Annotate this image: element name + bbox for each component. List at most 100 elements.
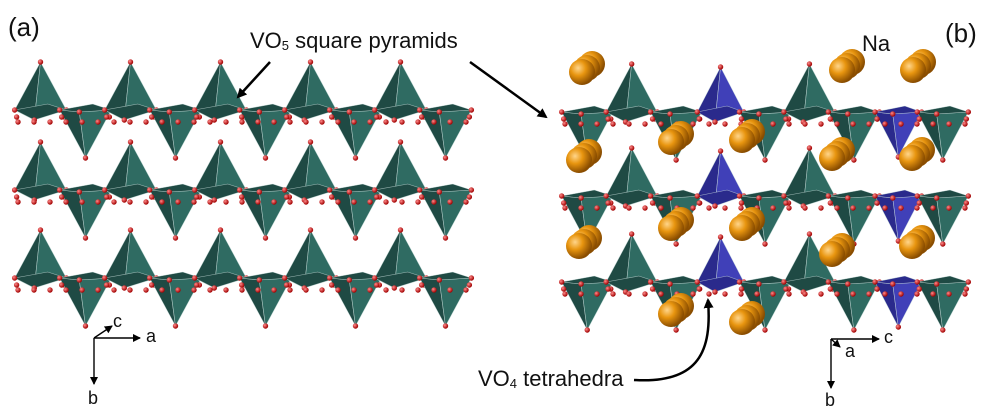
oxygen-atom-icon	[781, 193, 787, 199]
oxygen-atom-icon	[558, 193, 565, 199]
oxygen-atom-icon	[963, 200, 970, 206]
oxygen-atom-icon	[722, 205, 728, 211]
oxygen-atom-icon	[193, 282, 200, 288]
oxygen-atom-icon	[818, 291, 824, 297]
oxygen-atom-icon	[965, 279, 972, 285]
oxygen-atom-icon	[399, 287, 405, 293]
oxygen-atom-icon	[37, 59, 44, 65]
oxygen-atom-icon	[58, 194, 65, 200]
oxygen-atom-icon	[127, 287, 133, 293]
oxygen-atom-icon	[851, 157, 857, 163]
oxygen-atom-icon	[825, 193, 832, 199]
oxygen-atom-icon	[696, 116, 702, 122]
oxygen-atom-icon	[271, 199, 277, 205]
oxygen-atom-icon	[346, 189, 352, 195]
oxygen-atom-icon	[283, 114, 290, 120]
oxygen-atom-icon	[175, 119, 181, 125]
oxygen-atom-icon	[610, 121, 616, 127]
oxygen-atom-icon	[303, 287, 309, 293]
oxygen-atom-icon	[56, 275, 63, 281]
panel-b-axis-triad	[827, 335, 880, 389]
oxygen-atom-icon	[717, 64, 724, 70]
oxygen-atom-icon	[146, 187, 153, 193]
oxygen-atom-icon	[914, 121, 920, 127]
oxygen-atom-icon	[783, 200, 789, 206]
oxygen-atom-icon	[281, 275, 288, 281]
oxygen-atom-icon	[121, 197, 127, 203]
oxygen-atom-icon	[95, 119, 101, 125]
oxygen-atom-icon	[827, 286, 834, 292]
oxygen-atom-icon	[193, 114, 200, 120]
oxygen-atom-icon	[418, 194, 425, 200]
oxygen-atom-icon	[383, 287, 389, 293]
oxygen-atom-icon	[13, 282, 20, 288]
oxygen-atom-icon	[13, 114, 20, 120]
oxygen-atom-icon	[37, 139, 44, 145]
oxygen-atom-icon	[706, 205, 712, 211]
oxygen-atom-icon	[946, 291, 952, 297]
oxygen-atom-icon	[79, 199, 85, 205]
oxygen-atom-icon	[416, 187, 423, 193]
oxygen-atom-icon	[287, 199, 293, 205]
oxygen-atom-icon	[690, 121, 696, 127]
oxygen-atom-icon	[256, 109, 262, 115]
oxygen-atom-icon	[211, 197, 217, 203]
oxygen-atom-icon	[47, 119, 53, 125]
oxygen-atom-icon	[834, 205, 840, 211]
oxygen-atom-icon	[468, 187, 475, 193]
oxygen-atom-icon	[351, 119, 357, 125]
arrow-to-tetrahedron	[633, 298, 714, 382]
oxygen-atom-icon	[850, 205, 856, 211]
panel-a-axis-c-label: c	[113, 311, 122, 331]
oxygen-atom-icon	[851, 327, 857, 333]
oxygen-atom-icon	[690, 291, 696, 297]
oxygen-atom-icon	[558, 109, 565, 115]
oxygen-atom-icon	[786, 291, 792, 297]
oxygen-atom-icon	[367, 119, 373, 125]
oxygen-atom-icon	[37, 227, 44, 233]
oxygen-atom-icon	[872, 279, 878, 285]
oxygen-atom-icon	[238, 282, 245, 288]
oxygen-atom-icon	[696, 286, 702, 292]
oxygen-atom-icon	[391, 117, 397, 123]
oxygen-atom-icon	[806, 231, 813, 237]
oxygen-atom-icon	[399, 199, 405, 205]
panel-b-axis-c-label: c	[884, 327, 893, 347]
oxygen-atom-icon	[111, 287, 117, 293]
oxygen-atom-icon	[738, 116, 745, 122]
oxygen-atom-icon	[930, 121, 936, 127]
oxygen-atom-icon	[371, 107, 378, 113]
oxygen-atom-icon	[328, 194, 335, 200]
oxygen-atom-icon	[895, 324, 902, 330]
oxygen-atom-icon	[898, 121, 904, 127]
oxygen-atom-icon	[827, 200, 834, 206]
oxygen-atom-icon	[271, 119, 277, 125]
oxygen-atom-icon	[562, 205, 568, 211]
oxygen-atom-icon	[346, 109, 352, 115]
oxygen-atom-icon	[82, 323, 89, 329]
oxygen-atom-icon	[31, 119, 37, 125]
oxygen-atom-icon	[95, 199, 101, 205]
oxygen-atom-icon	[914, 291, 920, 297]
oxygen-atom-icon	[255, 199, 261, 205]
oxygen-atom-icon	[712, 119, 718, 125]
oxygen-atom-icon	[148, 194, 155, 200]
oxygen-atom-icon	[415, 119, 421, 125]
oxygen-atom-icon	[850, 121, 856, 127]
oxygen-atom-icon	[762, 241, 768, 247]
oxygen-atom-icon	[143, 199, 149, 205]
oxygen-atom-icon	[63, 119, 69, 125]
oxygen-atom-icon	[436, 189, 442, 195]
oxygen-atom-icon	[818, 121, 824, 127]
oxygen-atom-icon	[562, 121, 568, 127]
oxygen-atom-icon	[11, 275, 18, 281]
oxygen-atom-icon	[717, 234, 724, 240]
oxygen-atom-icon	[802, 291, 808, 297]
vo5-subscript: 5	[281, 38, 290, 53]
oxygen-atom-icon	[890, 111, 896, 117]
oxygen-atom-icon	[11, 187, 18, 193]
oxygen-atom-icon	[696, 200, 702, 206]
panel-a-axis-b-label: b	[88, 388, 99, 408]
oxygen-atom-icon	[239, 287, 245, 293]
